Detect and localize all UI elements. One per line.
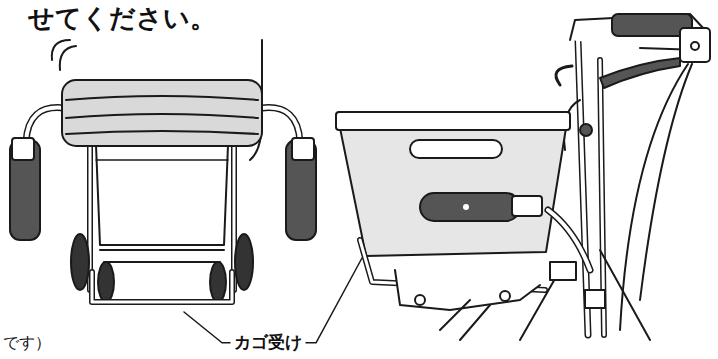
knob bbox=[580, 124, 592, 136]
basket-receiver bbox=[92, 272, 232, 302]
wheel bbox=[71, 234, 89, 290]
note-text: です） bbox=[3, 334, 51, 352]
basket-receiver bbox=[92, 272, 232, 302]
wheel bbox=[210, 262, 226, 302]
seat-fabric bbox=[96, 145, 228, 245]
hook bbox=[556, 66, 572, 85]
grip-cap bbox=[512, 196, 542, 216]
seat-fabric bbox=[96, 159, 228, 161]
brake-lever bbox=[600, 58, 680, 88]
joint bbox=[550, 262, 576, 280]
frame-tube bbox=[60, 46, 76, 70]
leader-line bbox=[184, 312, 230, 343]
wheel bbox=[235, 234, 253, 290]
seat-seam bbox=[66, 96, 258, 100]
wheel bbox=[98, 262, 114, 302]
brake-cable bbox=[620, 64, 688, 330]
seat-seam bbox=[66, 114, 258, 118]
frame-brace bbox=[100, 250, 224, 262]
basket-grip bbox=[420, 193, 520, 221]
grip-cap bbox=[292, 138, 314, 160]
basket-slot bbox=[410, 140, 502, 158]
screw bbox=[463, 204, 469, 210]
brake-housing bbox=[680, 28, 710, 62]
frame-tube bbox=[262, 108, 300, 142]
frame-tube bbox=[262, 108, 300, 142]
bolt bbox=[500, 291, 510, 301]
brake-cable bbox=[640, 64, 692, 300]
seat-seam bbox=[66, 131, 258, 134]
frame-tube bbox=[26, 108, 64, 142]
instruction-text: せてください。 bbox=[28, 4, 216, 34]
lower-frame bbox=[395, 270, 540, 310]
part-label: カゴ受け bbox=[234, 333, 302, 353]
basket-rim bbox=[336, 112, 570, 130]
leader-line bbox=[306, 258, 362, 343]
grip-cap bbox=[12, 138, 34, 160]
seat-cushion bbox=[62, 80, 262, 146]
brake-pivot bbox=[691, 42, 699, 50]
frame-tube bbox=[440, 250, 650, 340]
frame-tube bbox=[26, 108, 64, 142]
bolt bbox=[415, 295, 425, 305]
joint bbox=[585, 290, 605, 308]
basket bbox=[340, 128, 566, 256]
